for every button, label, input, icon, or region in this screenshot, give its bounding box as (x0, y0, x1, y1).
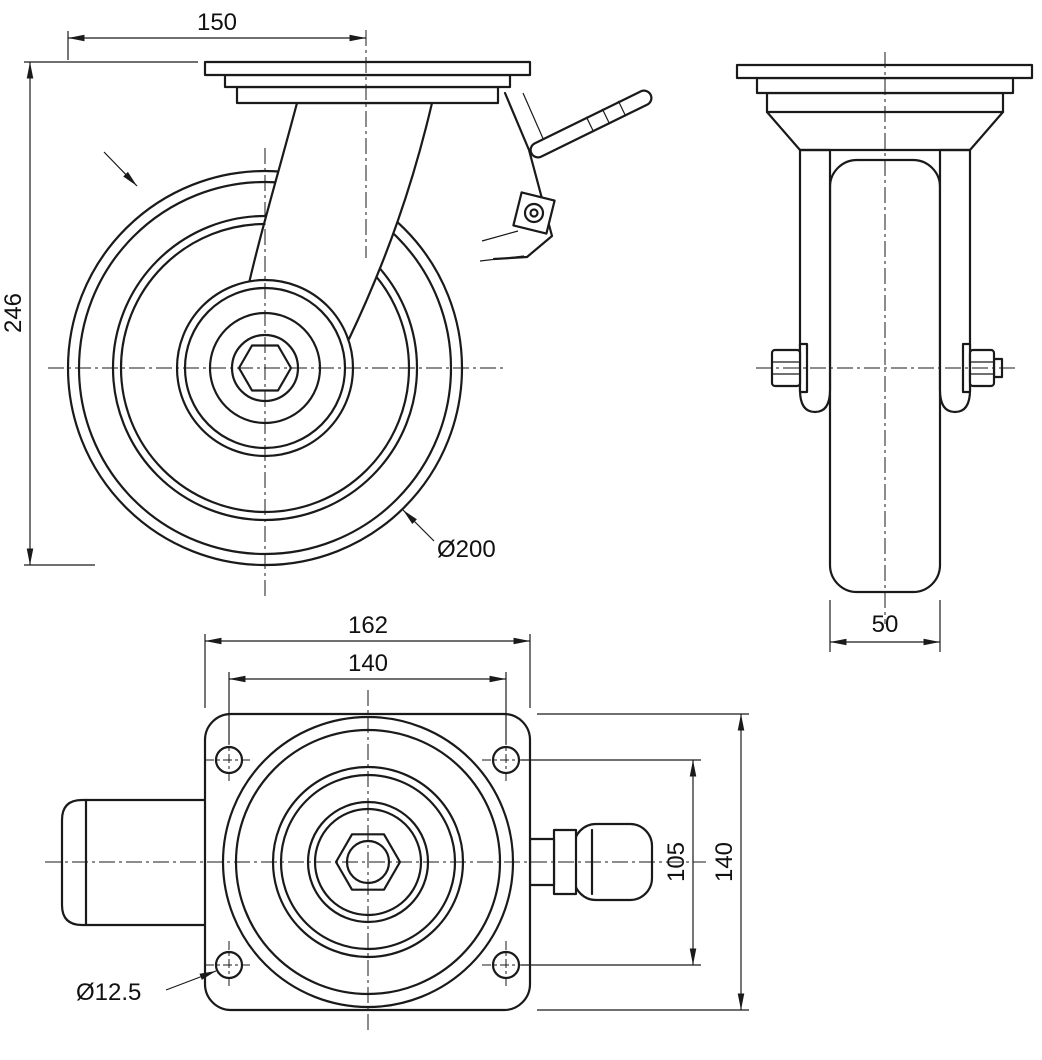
lever-grip-line (585, 116, 595, 133)
dimension-plate-width: 140 (537, 713, 749, 1011)
brake-pivot-center (529, 208, 539, 218)
lever-grip-line (617, 100, 627, 117)
dimension-total-height: 246 (0, 61, 198, 566)
label-wheel-diameter: Ø200 (402, 509, 496, 563)
dim-plate-length: 162 (348, 612, 388, 639)
brake-link-line (479, 255, 525, 262)
brake-link-line (481, 230, 519, 242)
top-view: 162 140 105 140 Ø12.5 (45, 612, 749, 1032)
dim-bolt-spacing-length: 140 (348, 650, 388, 677)
dimension-bolt-spacing-length: 140 (228, 650, 507, 744)
swivel-race-lower (235, 85, 500, 105)
brake-assembly (479, 89, 653, 262)
dim-plate-width: 140 (711, 842, 738, 882)
dim-wheel-width: 50 (872, 611, 899, 638)
swivel-race-upper (223, 73, 512, 89)
leader-line (165, 970, 217, 991)
housing-taper-left (765, 110, 802, 152)
housing-taper-right (968, 110, 1005, 152)
dimension-bolt-spacing-width: 105 (521, 759, 701, 966)
dimension-plate-length: 162 (204, 612, 531, 708)
brake-bracket (492, 91, 554, 261)
dim-swivel-offset: 150 (197, 9, 237, 36)
dim-bolt-spacing-width: 105 (663, 842, 690, 882)
dim-wheel-diameter: Ø200 (437, 536, 496, 563)
dimension-swivel-offset: 150 (67, 9, 366, 60)
front-view: 150 246 Ø200 (0, 9, 653, 598)
brake-lever-body (531, 91, 651, 157)
dimension-wheel-width: 50 (829, 600, 941, 652)
label-bolt-hole-diameter: Ø12.5 (76, 970, 217, 1006)
tire-annotation-arrow (103, 151, 138, 187)
dim-total-height: 246 (0, 293, 27, 333)
side-view: 50 (735, 52, 1034, 652)
leader-line (402, 509, 435, 542)
mounting-plate-front (203, 60, 532, 77)
brake-pivot-circle (523, 202, 545, 224)
lever-grip-line (601, 108, 611, 125)
dim-bolt-hole-diameter: Ø12.5 (76, 979, 141, 1006)
brake-bracket-edge (522, 92, 546, 144)
